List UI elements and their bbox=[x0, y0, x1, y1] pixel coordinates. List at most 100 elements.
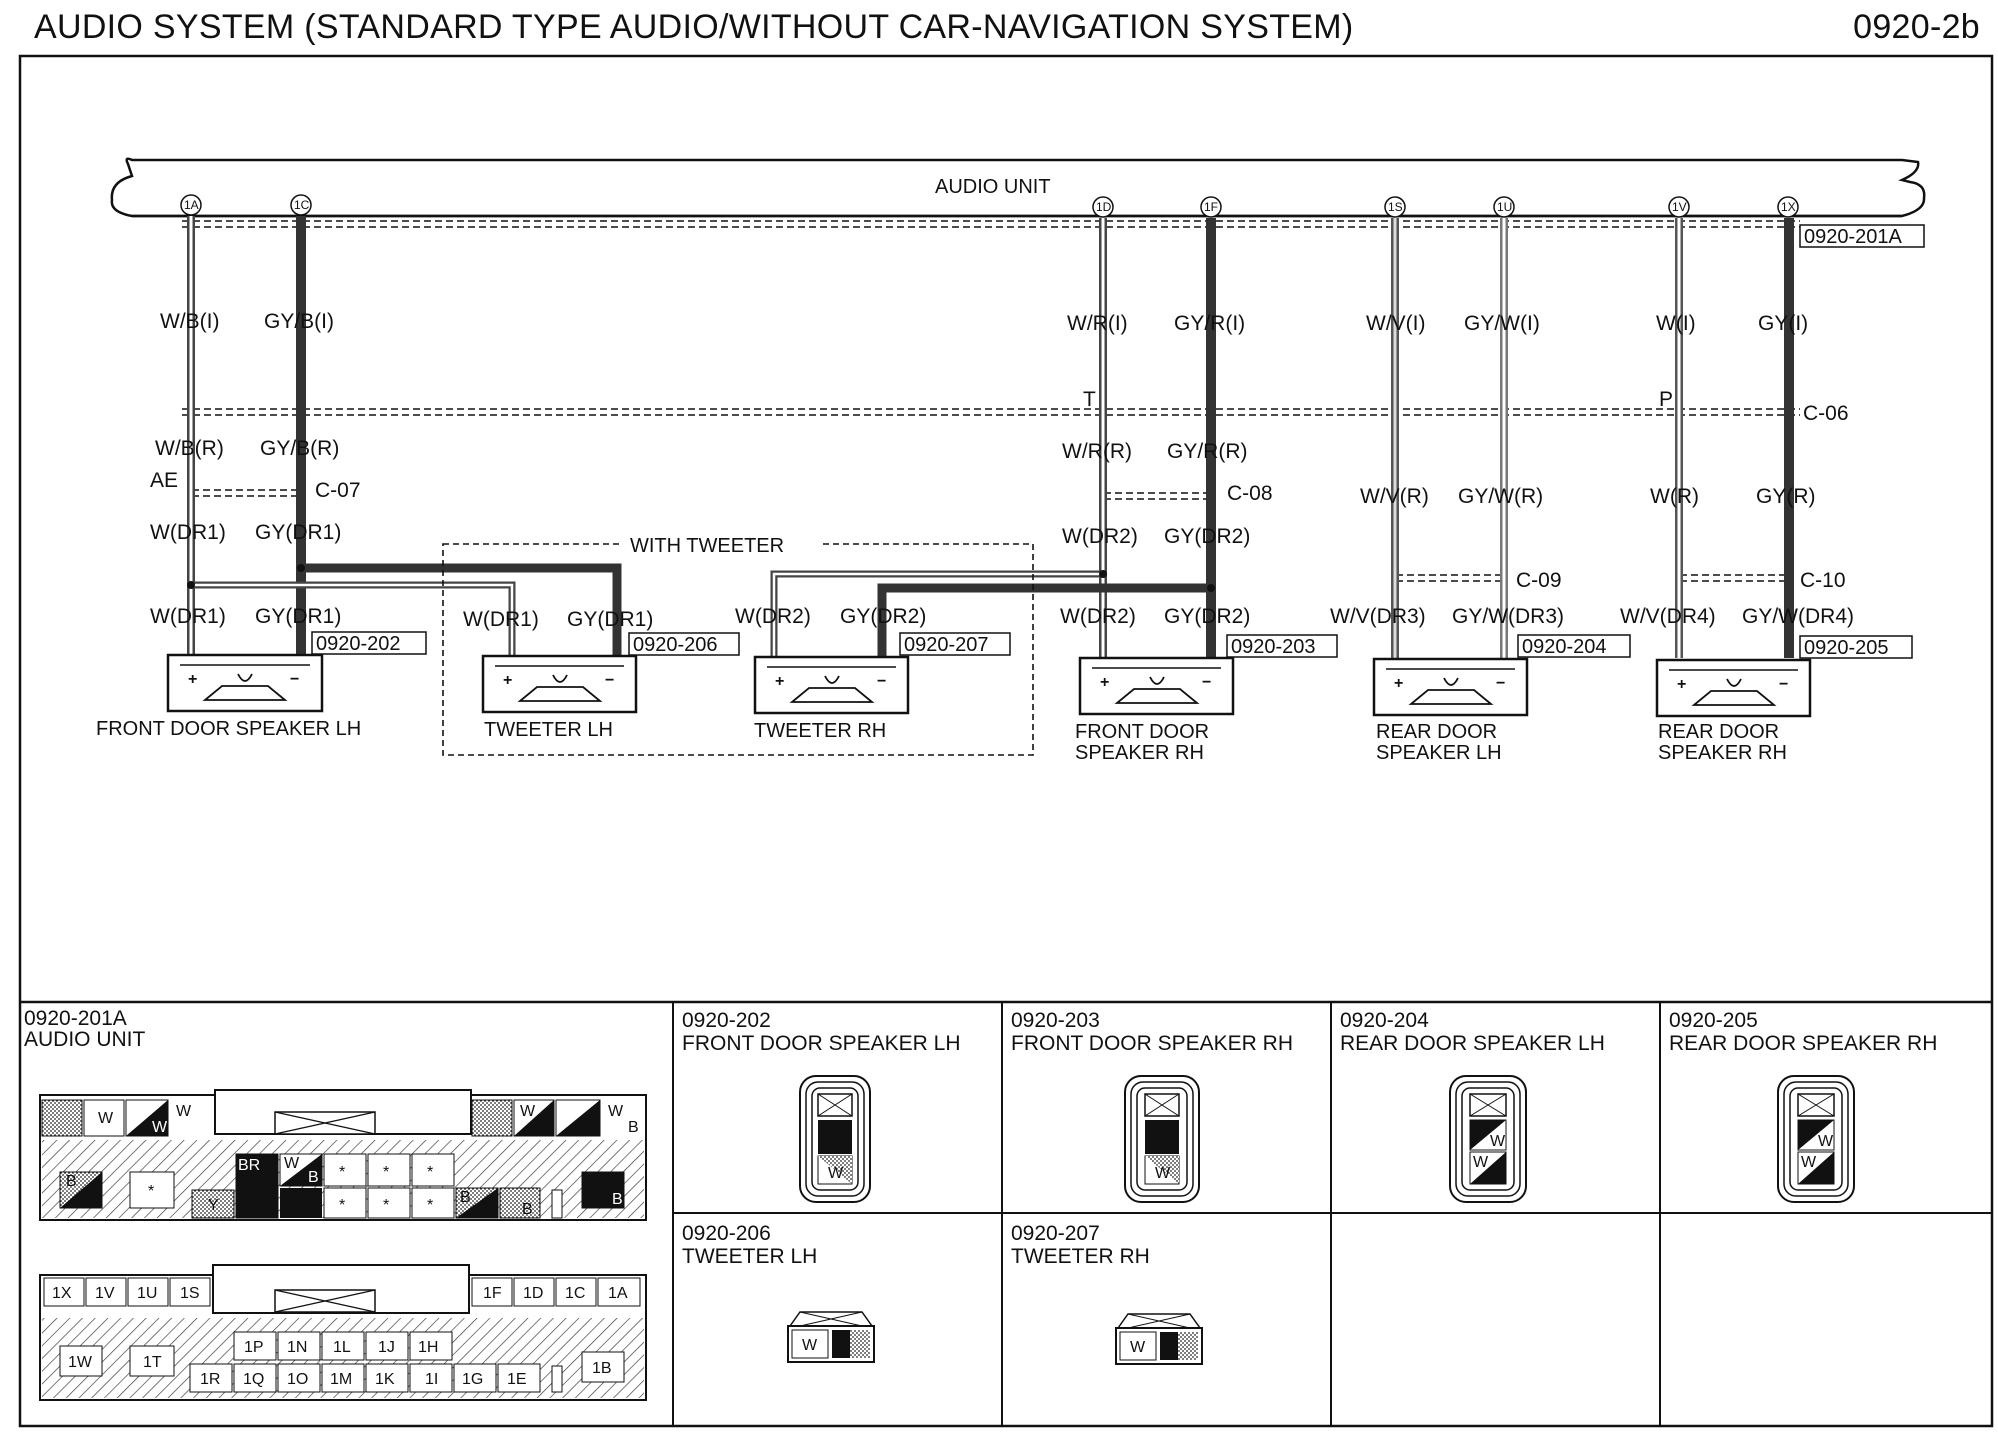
minus-terminal: − bbox=[605, 672, 614, 689]
pin-color: W bbox=[1473, 1154, 1489, 1171]
speaker-front-rh: 0920-203 + − FRONT DOOR SPEAKER RH bbox=[1075, 634, 1338, 764]
pin-color: * bbox=[383, 1197, 389, 1214]
pin-id: 1N bbox=[287, 1339, 307, 1356]
panel-name: REAR DOOR SPEAKER LH bbox=[1340, 1032, 1605, 1055]
plus-terminal: + bbox=[503, 672, 512, 689]
wire-label: GY/W(I) bbox=[1464, 312, 1540, 335]
pin-label-1a: 1A bbox=[184, 198, 199, 212]
pin-color: BR bbox=[238, 1157, 260, 1174]
speaker-ref: 0920-204 bbox=[1522, 636, 1607, 658]
speaker-label: TWEETER RH bbox=[754, 720, 886, 742]
connector-panels bbox=[672, 1002, 1992, 1426]
speaker-rear-lh: 0920-204 + − REAR DOOR SPEAKER LH bbox=[1372, 634, 1631, 764]
panel-ref: 0920-205 bbox=[1669, 1009, 1758, 1032]
pin-id: 1S bbox=[180, 1285, 200, 1302]
pin-color: W bbox=[284, 1155, 300, 1172]
speaker-ref-box bbox=[1226, 634, 1338, 658]
pin-id: 1J bbox=[378, 1339, 395, 1356]
panel-rear-door-speaker-rh: 0920-205 REAR DOOR SPEAKER RH W W bbox=[1669, 1009, 1937, 1203]
wire-label: GY/R(I) bbox=[1174, 312, 1245, 335]
wires-vertical bbox=[187, 216, 1794, 658]
pin-id: 1D bbox=[523, 1285, 543, 1302]
plus-terminal: + bbox=[775, 673, 784, 690]
with-tweeter-label: WITH TWEETER bbox=[630, 535, 784, 557]
pin-color: W bbox=[152, 1119, 168, 1136]
pin-label-1d: 1D bbox=[1096, 200, 1112, 214]
wire-label: GY(DR1) bbox=[567, 608, 653, 631]
wire-label: W(DR2) bbox=[1062, 525, 1138, 548]
connector-c07: C-07 bbox=[315, 479, 361, 502]
wire-label: GY(R) bbox=[1756, 485, 1816, 508]
pin-id: 1Q bbox=[243, 1371, 264, 1388]
audio-unit-label: AUDIO UNIT bbox=[935, 176, 1051, 198]
plus-terminal: + bbox=[1100, 674, 1109, 691]
pin-id: 1R bbox=[200, 1371, 220, 1388]
pin-color: B bbox=[308, 1169, 319, 1186]
speaker-label: SPEAKER RH bbox=[1075, 742, 1204, 764]
page-number: 0920-2b bbox=[1853, 8, 1980, 46]
panel-name: TWEETER LH bbox=[682, 1245, 817, 1268]
speaker-label: FRONT DOOR SPEAKER LH bbox=[96, 718, 361, 740]
audio-unit-connector-upper: W W W W B W B B * Y BR W B bbox=[39, 1089, 647, 1221]
speaker-front-lh: 0920-202 + − FRONT DOOR SPEAKER LH bbox=[96, 631, 427, 740]
wire-label: GY/W(DR3) bbox=[1452, 605, 1564, 628]
pin-row-2: 1R 1Q 1O 1M 1K 1I 1G 1E bbox=[189, 1363, 563, 1393]
panel-tweeter-rh: 0920-207 TWEETER RH W bbox=[1011, 1222, 1203, 1365]
panel-ref: 0920-201A bbox=[24, 1007, 127, 1030]
pin-id: 1P bbox=[244, 1339, 264, 1356]
wire-label: W/R(I) bbox=[1067, 312, 1128, 335]
wire-label: GY/B(R) bbox=[260, 437, 339, 460]
pin-id: 1T bbox=[143, 1354, 162, 1371]
pin-id: 1U bbox=[137, 1285, 157, 1302]
wire-label: GY(DR2) bbox=[1164, 605, 1250, 628]
pin-id: 1V bbox=[95, 1285, 115, 1302]
wire-label: W(DR1) bbox=[150, 521, 226, 544]
pin-color: B bbox=[460, 1189, 471, 1206]
wire-label: W/V(DR3) bbox=[1330, 605, 1426, 628]
pin-row-top: 1X 1V 1U 1S 1F 1D 1C 1A bbox=[43, 1277, 641, 1307]
wire-label: W(I) bbox=[1656, 312, 1696, 335]
pin-color: B bbox=[628, 1119, 639, 1136]
panel-name: FRONT DOOR SPEAKER LH bbox=[682, 1032, 961, 1055]
pin-color: * bbox=[339, 1197, 345, 1214]
connector-c08: C-08 bbox=[1227, 482, 1273, 505]
pin-id: 1L bbox=[333, 1339, 351, 1356]
wire-label: W(DR2) bbox=[735, 605, 811, 628]
pin-id: 1B bbox=[592, 1360, 612, 1377]
panel-ref: 0920-207 bbox=[1011, 1222, 1100, 1245]
speaker-ref: 0920-205 bbox=[1804, 637, 1889, 659]
pin-color: Y bbox=[208, 1197, 219, 1214]
wire-label: W(DR1) bbox=[463, 608, 539, 631]
wire-label: W/V(I) bbox=[1366, 312, 1425, 335]
connector-c09: C-09 bbox=[1516, 569, 1562, 592]
pin-color: W bbox=[1490, 1133, 1506, 1150]
connector-c10: C-10 bbox=[1800, 569, 1846, 592]
pin-id: 1X bbox=[52, 1285, 72, 1302]
wire-label: W/R(R) bbox=[1062, 440, 1132, 463]
speaker-ref: 0920-206 bbox=[633, 634, 718, 656]
pin-label-1v: 1V bbox=[1672, 200, 1687, 214]
diagram-frame bbox=[18, 54, 1994, 1428]
speaker-label: SPEAKER LH bbox=[1376, 742, 1502, 764]
pin-label-1c: 1C bbox=[294, 198, 310, 212]
plus-terminal: + bbox=[188, 671, 197, 688]
page-title: AUDIO SYSTEM (STANDARD TYPE AUDIO/WITHOU… bbox=[34, 8, 1354, 46]
minus-terminal: − bbox=[1496, 675, 1505, 692]
audio-unit-ref: 0920-201A bbox=[1804, 226, 1903, 248]
minus-terminal: − bbox=[290, 671, 299, 688]
plus-terminal: + bbox=[1394, 675, 1403, 692]
panel-name: TWEETER RH bbox=[1011, 1245, 1150, 1268]
speaker-label: FRONT DOOR bbox=[1075, 721, 1209, 743]
wire-label: GY/W(R) bbox=[1458, 485, 1543, 508]
panel-name: REAR DOOR SPEAKER RH bbox=[1669, 1032, 1937, 1055]
wire-label: GY(DR1) bbox=[255, 521, 341, 544]
speaker-rear-rh: 0920-205 + − REAR DOOR SPEAKER RH bbox=[1655, 635, 1913, 764]
pin-id: 1O bbox=[287, 1371, 308, 1388]
wire-labels: W/B(I) GY/B(I) W/B(R) GY/B(R) W(DR1) GY(… bbox=[150, 310, 1854, 631]
speaker-ref-box bbox=[1517, 634, 1631, 658]
wire-label: GY/B(I) bbox=[264, 310, 334, 333]
speaker-ref: 0920-203 bbox=[1231, 636, 1316, 658]
pin-label-1s: 1S bbox=[1388, 200, 1403, 214]
panel-ref: 0920-206 bbox=[682, 1222, 771, 1245]
